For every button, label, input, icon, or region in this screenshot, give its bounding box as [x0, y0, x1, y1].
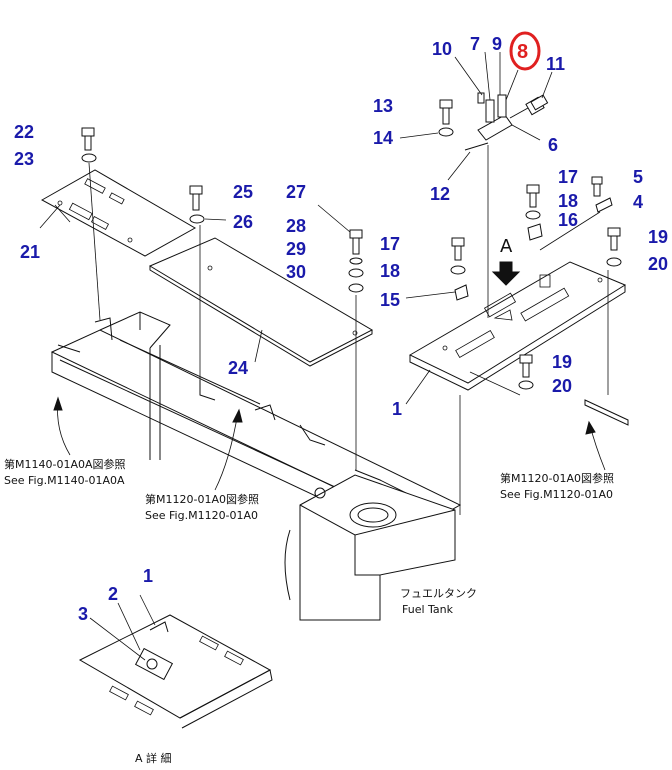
callout-11: 11 [546, 54, 565, 74]
callout-18-lower: 18 [380, 261, 400, 281]
callout-19-upper: 19 [648, 227, 668, 247]
callout-8: 8 [517, 41, 528, 63]
frame-structure [50, 311, 462, 546]
callout-17-upper: 17 [558, 167, 578, 187]
callout-6: 6 [548, 135, 558, 155]
callout-29: 29 [286, 239, 306, 259]
callout-2: 2 [108, 584, 118, 604]
ref-left-en: See Fig.M1140-01A0A [4, 474, 125, 487]
callout-labels: 10 7 9 8 11 13 14 6 12 17 18 16 5 4 19 2… [14, 34, 668, 624]
callout-28: 28 [286, 216, 306, 236]
ref-left-jp: 第M1140-01A0A図参照 [4, 457, 126, 471]
callout-4: 4 [633, 192, 643, 212]
bolt-11 [530, 94, 549, 111]
cover-plate-1 [408, 261, 627, 391]
bolt-27 [349, 229, 363, 255]
annotations: 第M1140-01A0A図参照 See Fig.M1140-01A0A 第M11… [4, 457, 614, 765]
callout-21: 21 [20, 242, 40, 262]
callout-1-main: 1 [392, 399, 402, 419]
callout-30: 30 [286, 262, 306, 282]
bolt-19b [519, 354, 533, 378]
callout-5: 5 [633, 167, 643, 187]
callout-16: 16 [558, 210, 578, 230]
cover-plate-21 [40, 169, 197, 257]
bolt-17b [451, 237, 465, 261]
ref-right-jp: 第M1120-01A0図参照 [500, 471, 614, 485]
bolt-17a [526, 184, 540, 208]
fuel-tank-en: Fuel Tank [402, 603, 454, 616]
callout-24: 24 [228, 358, 248, 378]
view-a-label: A [500, 236, 513, 257]
callout-22: 22 [14, 122, 34, 142]
callout-1-detail: 1 [143, 566, 153, 586]
callout-15: 15 [380, 290, 400, 310]
washers [81, 127, 629, 426]
callout-12: 12 [430, 184, 450, 204]
bolts [81, 94, 621, 378]
cover-plate-24 [148, 237, 374, 367]
callout-25: 25 [233, 182, 253, 202]
detail-a-plate [78, 614, 273, 729]
callout-13: 13 [373, 96, 393, 116]
assembly-lines [88, 145, 609, 515]
callout-14: 14 [373, 128, 393, 148]
bolt-22 [81, 127, 95, 151]
ref-right-en: See Fig.M1120-01A0 [500, 488, 613, 501]
callout-20-lower: 20 [552, 376, 572, 396]
ref-center-jp: 第M1120-01A0図参照 [145, 492, 259, 506]
view-a-marker: A [491, 236, 521, 286]
fuel-tank-shape [284, 474, 456, 621]
callout-23: 23 [14, 149, 34, 169]
callout-9: 9 [492, 34, 502, 54]
ref-center-en: See Fig.M1120-01A0 [145, 509, 258, 522]
callout-3: 3 [78, 604, 88, 624]
callout-7: 7 [470, 34, 480, 54]
callout-17-lower: 17 [380, 234, 400, 254]
bolt-13 [439, 99, 453, 125]
bolt-5 [591, 176, 603, 197]
callout-26: 26 [233, 212, 253, 232]
highlight-ring [509, 31, 541, 71]
detail-caption: A 詳 細 [135, 751, 172, 765]
bolt-19a [607, 227, 621, 251]
callout-leaders [39, 51, 553, 661]
callout-10: 10 [432, 39, 452, 59]
callout-19-lower: 19 [552, 352, 572, 372]
fuel-tank-jp: フュエルタンク [400, 587, 477, 600]
callout-18-upper: 18 [558, 191, 578, 211]
callout-20-upper: 20 [648, 254, 668, 274]
bolt-25 [189, 185, 203, 211]
reference-arrows [53, 396, 606, 491]
callout-27: 27 [286, 182, 306, 202]
